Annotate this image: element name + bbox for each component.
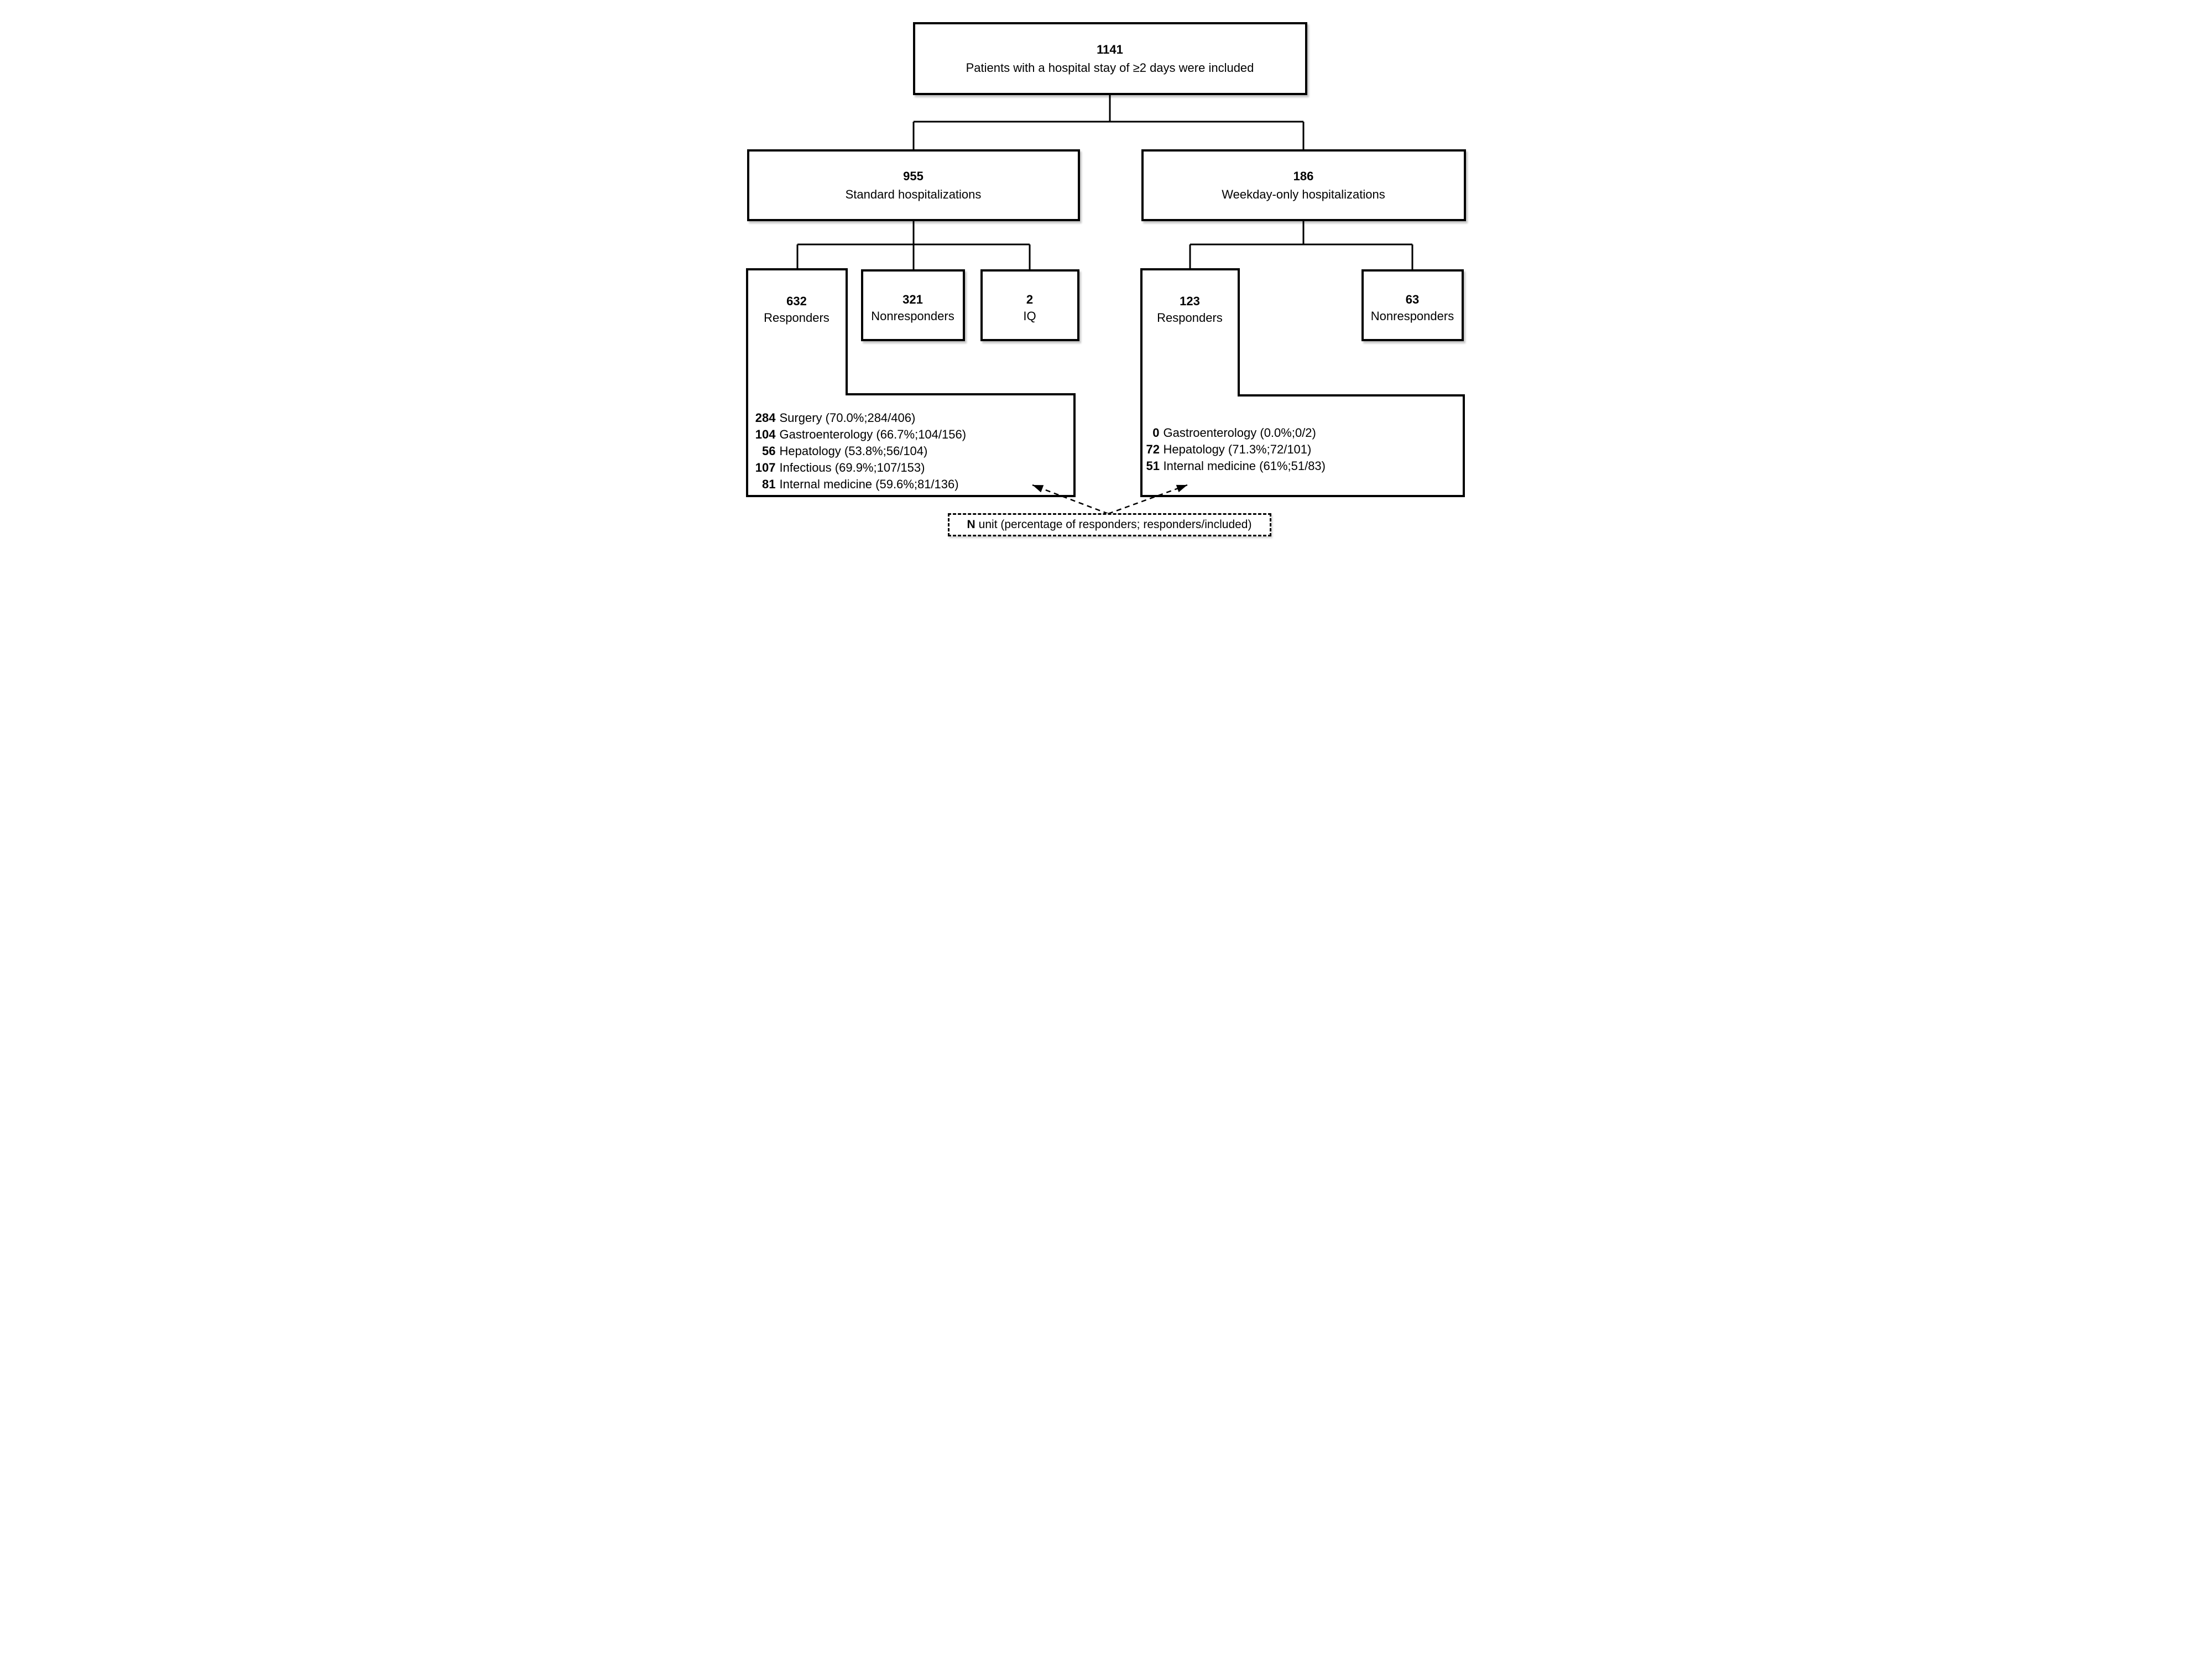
breakdown-row: 284 Surgery (70.0%;284/406): [754, 410, 967, 426]
std-nonresponders-count: 321: [902, 293, 923, 306]
iq-box: 2 IQ: [980, 269, 1079, 341]
root-box: 1141 Patients with a hospital stay of ≥2…: [912, 22, 1307, 95]
weekday-label: Weekday-only hospitalizations: [1222, 187, 1385, 201]
breakdown-n: 107: [755, 461, 776, 474]
connector-weekday-to-children: [1189, 220, 1413, 271]
legend-arrow-left-icon: [1032, 484, 1108, 515]
weekday-hospitalizations-box: 186 Weekday-only hospitalizations: [1141, 149, 1466, 221]
std-nonresponders-label: Nonresponders: [871, 309, 954, 323]
breakdown-n: 51: [1146, 459, 1160, 473]
breakdown-n: 0: [1152, 426, 1160, 440]
std-breakdown-list: 284 Surgery (70.0%;284/406) 104 Gastroen…: [754, 410, 967, 493]
breakdown-n: 104: [755, 427, 776, 441]
breakdown-n: 81: [762, 477, 776, 491]
legend-text: unit (percentage of responders; responde…: [978, 518, 1252, 531]
breakdown-n: 72: [1146, 442, 1160, 456]
breakdown-n: 56: [762, 444, 776, 458]
wk-responders-count: 123: [1180, 294, 1200, 308]
root-count: 1141: [1097, 43, 1123, 56]
wk-responders-label-group: 123 Responders: [1141, 269, 1239, 326]
breakdown-row: 72 Hepatology (71.3%;72/101): [1146, 441, 1326, 458]
connector-layer: [745, 94, 1465, 515]
iq-label: IQ: [1023, 309, 1036, 323]
breakdown-row: 81 Internal medicine (59.6%;81/136): [754, 476, 967, 493]
std-nonresponders-box: 321 Nonresponders: [860, 269, 965, 341]
breakdown-row: 0 Gastroenterology (0.0%;0/2): [1146, 425, 1326, 441]
breakdown-label: Gastroenterology (0.0%;0/2): [1163, 426, 1316, 440]
std-responders-label: Responders: [764, 311, 830, 325]
breakdown-label: Infectious (69.9%;107/153): [779, 461, 925, 474]
breakdown-row: 56 Hepatology (53.8%;56/104): [754, 443, 967, 460]
breakdown-label: Internal medicine (59.6%;81/136): [779, 477, 959, 491]
legend-n: N: [967, 518, 975, 531]
breakdown-label: Hepatology (71.3%;72/101): [1163, 442, 1312, 456]
breakdown-row: 104 Gastroenterology (66.7%;104/156): [754, 426, 967, 443]
breakdown-n: 284: [755, 411, 776, 425]
wk-responders-box-outline: [1140, 268, 1465, 497]
flow-diagram: 1141 Patients with a hospital stay of ≥2…: [737, 0, 1475, 553]
standard-hospitalizations-box: 955 Standard hospitalizations: [747, 149, 1080, 221]
wk-nonresponders-label: Nonresponders: [1370, 309, 1454, 323]
breakdown-row: 107 Infectious (69.9%;107/153): [754, 460, 967, 476]
legend-box: N unit (percentage of responders; respon…: [947, 513, 1271, 536]
wk-breakdown-list: 0 Gastroenterology (0.0%;0/2) 72 Hepatol…: [1146, 425, 1326, 474]
root-label: Patients with a hospital stay of ≥2 days…: [966, 61, 1254, 75]
weekday-count: 186: [1293, 169, 1314, 183]
std-responders-count: 632: [786, 294, 807, 308]
wk-nonresponders-box: 63 Nonresponders: [1361, 269, 1464, 341]
iq-count: 2: [1026, 293, 1034, 306]
wk-nonresponders-count: 63: [1405, 293, 1420, 306]
breakdown-row: 51 Internal medicine (61%;51/83): [1146, 458, 1326, 474]
standard-count: 955: [903, 169, 924, 183]
std-responders-label-group: 632 Responders: [747, 269, 847, 326]
breakdown-label: Surgery (70.0%;284/406): [779, 411, 916, 425]
connector-standard-to-children: [796, 220, 1030, 271]
connector-root-to-level2: [912, 94, 1304, 150]
standard-label: Standard hospitalizations: [845, 187, 982, 201]
breakdown-label: Gastroenterology (66.7%;104/156): [779, 427, 967, 441]
breakdown-label: Hepatology (53.8%;56/104): [779, 444, 928, 458]
std-responders-box-outline: [745, 268, 1076, 497]
wk-responders-label: Responders: [1157, 311, 1223, 325]
breakdown-label: Internal medicine (61%;51/83): [1163, 459, 1326, 473]
